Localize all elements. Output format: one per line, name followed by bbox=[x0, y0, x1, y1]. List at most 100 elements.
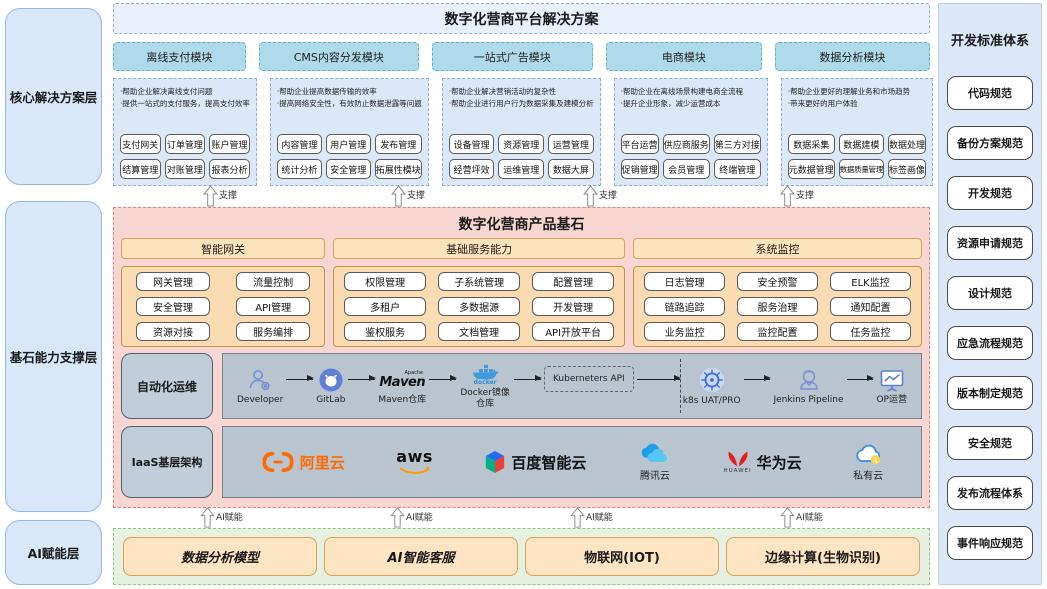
feature-chip[interactable]: 促销管理 bbox=[620, 159, 659, 179]
ai-box-data-analysis-model[interactable]: 数据分析模型 bbox=[123, 537, 317, 576]
capability-chip[interactable]: 资源对接 bbox=[136, 322, 211, 341]
capability-chip[interactable]: 鉴权服务 bbox=[344, 322, 427, 341]
group-header: 系统监控 bbox=[633, 238, 922, 259]
devops-node-jenkins[interactable]: Jenkins Pipeline bbox=[773, 367, 844, 406]
capability-chip[interactable]: 日志管理 bbox=[644, 272, 726, 291]
ai-enable-arrow: AI赋能 bbox=[780, 507, 823, 528]
feature-chip[interactable]: 第三方对接 bbox=[713, 134, 761, 154]
module-header-ads: 一站式广告模块 bbox=[431, 42, 593, 71]
capability-chip[interactable]: 安全管理 bbox=[136, 297, 211, 316]
module-header-offline-pay: 离线支付模块 bbox=[113, 42, 246, 71]
capability-chip[interactable]: ELK监控 bbox=[830, 272, 911, 291]
alibaba-cloud-label: 阿里云 bbox=[299, 453, 345, 472]
feature-chip[interactable]: 数据质量管理 bbox=[838, 159, 884, 179]
ai-box-iot[interactable]: 物联网(IOT) bbox=[525, 537, 719, 576]
capability-chip[interactable]: 文档管理 bbox=[438, 322, 521, 341]
spec-item[interactable]: 设计规范 bbox=[947, 276, 1033, 310]
devops-node-op[interactable]: OP运营 bbox=[876, 367, 907, 406]
devops-node-maven[interactable]: Apache Maven Maven仓库 bbox=[378, 367, 426, 406]
capability-chip[interactable]: 服务治理 bbox=[737, 297, 819, 316]
tencent-cloud-logo[interactable]: 腾讯云 bbox=[638, 442, 672, 482]
alibaba-cloud-logo[interactable]: 阿里云 bbox=[261, 451, 345, 473]
feature-chip[interactable]: 报表分析 bbox=[209, 159, 250, 179]
support-arrow: 支撑 bbox=[780, 185, 814, 207]
feature-chip[interactable]: 终端管理 bbox=[713, 159, 761, 179]
ai-box-edge-computing[interactable]: 边缘计算(生物识别) bbox=[726, 537, 920, 576]
spec-item[interactable]: 版本制定规范 bbox=[947, 376, 1033, 410]
capability-chip[interactable]: 业务监控 bbox=[644, 322, 726, 341]
feature-chip[interactable]: 拓展性模块 bbox=[374, 159, 422, 179]
capability-chip[interactable]: 多租户 bbox=[344, 297, 427, 316]
feature-chip[interactable]: 发布管理 bbox=[374, 134, 422, 154]
huawei-cloud-logo[interactable]: HUAWEI 华为云 bbox=[723, 449, 802, 475]
capability-chip[interactable]: 网关管理 bbox=[136, 272, 211, 291]
capability-chip[interactable]: 子系统管理 bbox=[438, 272, 521, 291]
capability-chip[interactable]: 监控配置 bbox=[737, 322, 819, 341]
feature-chip[interactable]: 数据大屏 bbox=[548, 159, 594, 179]
private-cloud-logo[interactable]: 私有云 bbox=[853, 443, 883, 482]
tencent-cloud-label: 腾讯云 bbox=[639, 471, 670, 482]
feature-chip[interactable]: 安全管理 bbox=[325, 159, 371, 179]
foundation-section: 数字化营商产品基石 智能网关 网关管理 流量控制 安全管理 API管理 资源对接… bbox=[113, 207, 930, 508]
feature-chip[interactable]: 支付网关 bbox=[120, 134, 161, 154]
ai-arrow-label: AI赋能 bbox=[216, 513, 243, 523]
up-arrow-icon bbox=[200, 507, 215, 528]
capability-chip[interactable]: 链路追踪 bbox=[644, 297, 726, 316]
feature-chip[interactable]: 资源管理 bbox=[498, 134, 545, 154]
spec-item[interactable]: 安全规范 bbox=[947, 426, 1033, 460]
module-header-data-analysis: 数据分析模块 bbox=[774, 42, 930, 71]
capability-chip[interactable]: 开发管理 bbox=[532, 297, 615, 316]
capability-chip[interactable]: 配置管理 bbox=[532, 272, 615, 291]
module-header-cms: CMS内容分发模块 bbox=[258, 42, 419, 71]
feature-chip[interactable]: 运营管理 bbox=[548, 134, 594, 154]
feature-chip[interactable]: 数据采集 bbox=[787, 134, 835, 154]
spec-item[interactable]: 备份方案规范 bbox=[947, 126, 1033, 160]
spec-item[interactable]: 资源申请规范 bbox=[947, 226, 1033, 260]
capability-chip[interactable]: 流量控制 bbox=[236, 272, 311, 291]
baidu-cloud-logo[interactable]: 百度智能云 bbox=[484, 450, 586, 474]
feature-chip[interactable]: 经营坪效 bbox=[448, 159, 495, 179]
feature-chip[interactable]: 标签画像 bbox=[887, 159, 926, 179]
spec-item[interactable]: 事件响应规范 bbox=[947, 526, 1033, 560]
kubernetes-api-box[interactable]: Kuberneters API bbox=[543, 366, 634, 392]
devops-node-gitlab[interactable]: GitLab bbox=[316, 367, 345, 406]
ai-box-smart-customer-service[interactable]: AI智能客服 bbox=[324, 537, 518, 576]
node-label: GitLab bbox=[316, 394, 346, 405]
capability-chip[interactable]: 多数据源 bbox=[438, 297, 521, 316]
spec-item[interactable]: 发布流程体系 bbox=[947, 476, 1033, 510]
support-arrow: 支撑 bbox=[583, 185, 617, 207]
devops-node-k8s[interactable]: k8s UAT/PRO bbox=[683, 366, 741, 407]
spec-item[interactable]: 代码规范 bbox=[947, 76, 1033, 110]
devops-node-docker[interactable]: docker Docker镜像仓库 bbox=[459, 362, 511, 410]
up-arrow-icon bbox=[390, 507, 405, 528]
spec-item[interactable]: 开发规范 bbox=[947, 176, 1033, 210]
spec-item[interactable]: 应急流程规范 bbox=[947, 326, 1033, 360]
tencent-cloud-icon bbox=[641, 443, 667, 462]
pipeline: Developer GitLab Apache Maven Maven仓库 bbox=[223, 354, 921, 418]
capability-chip[interactable]: 权限管理 bbox=[344, 272, 427, 291]
feature-chip[interactable]: 运维管理 bbox=[498, 159, 545, 179]
feature-chip[interactable]: 对账管理 bbox=[164, 159, 206, 179]
aws-logo[interactable]: aws bbox=[396, 449, 433, 475]
feature-chip[interactable]: 会员管理 bbox=[662, 159, 710, 179]
feature-chip[interactable]: 结算管理 bbox=[120, 159, 161, 179]
capability-chip[interactable]: 通知配置 bbox=[830, 297, 911, 316]
feature-chip[interactable]: 平台运营 bbox=[620, 134, 659, 154]
feature-chip[interactable]: 账户管理 bbox=[209, 134, 250, 154]
capability-chip[interactable]: 任务监控 bbox=[830, 322, 911, 341]
capability-chip[interactable]: API管理 bbox=[236, 297, 311, 316]
feature-chip[interactable]: 数据处理 bbox=[887, 134, 926, 154]
feature-chip[interactable]: 统计分析 bbox=[276, 159, 322, 179]
capability-chip[interactable]: 服务编排 bbox=[236, 322, 311, 341]
feature-chip[interactable]: 订单管理 bbox=[164, 134, 206, 154]
feature-chip[interactable]: 用户管理 bbox=[325, 134, 371, 154]
feature-chip[interactable]: 设备管理 bbox=[448, 134, 495, 154]
feature-chip[interactable]: 内容管理 bbox=[276, 134, 322, 154]
dev-standards-list: 代码规范 备份方案规范 开发规范 资源申请规范 设计规范 应急流程规范 版本制定… bbox=[939, 76, 1041, 560]
feature-chip[interactable]: 供应商服务 bbox=[662, 134, 710, 154]
feature-chip[interactable]: 元数据管理 bbox=[787, 159, 835, 179]
feature-chip[interactable]: 数据建模 bbox=[838, 134, 884, 154]
capability-chip[interactable]: API开放平台 bbox=[532, 322, 615, 341]
capability-chip[interactable]: 安全预警 bbox=[737, 272, 819, 291]
devops-node-developer[interactable]: Developer bbox=[237, 367, 283, 406]
